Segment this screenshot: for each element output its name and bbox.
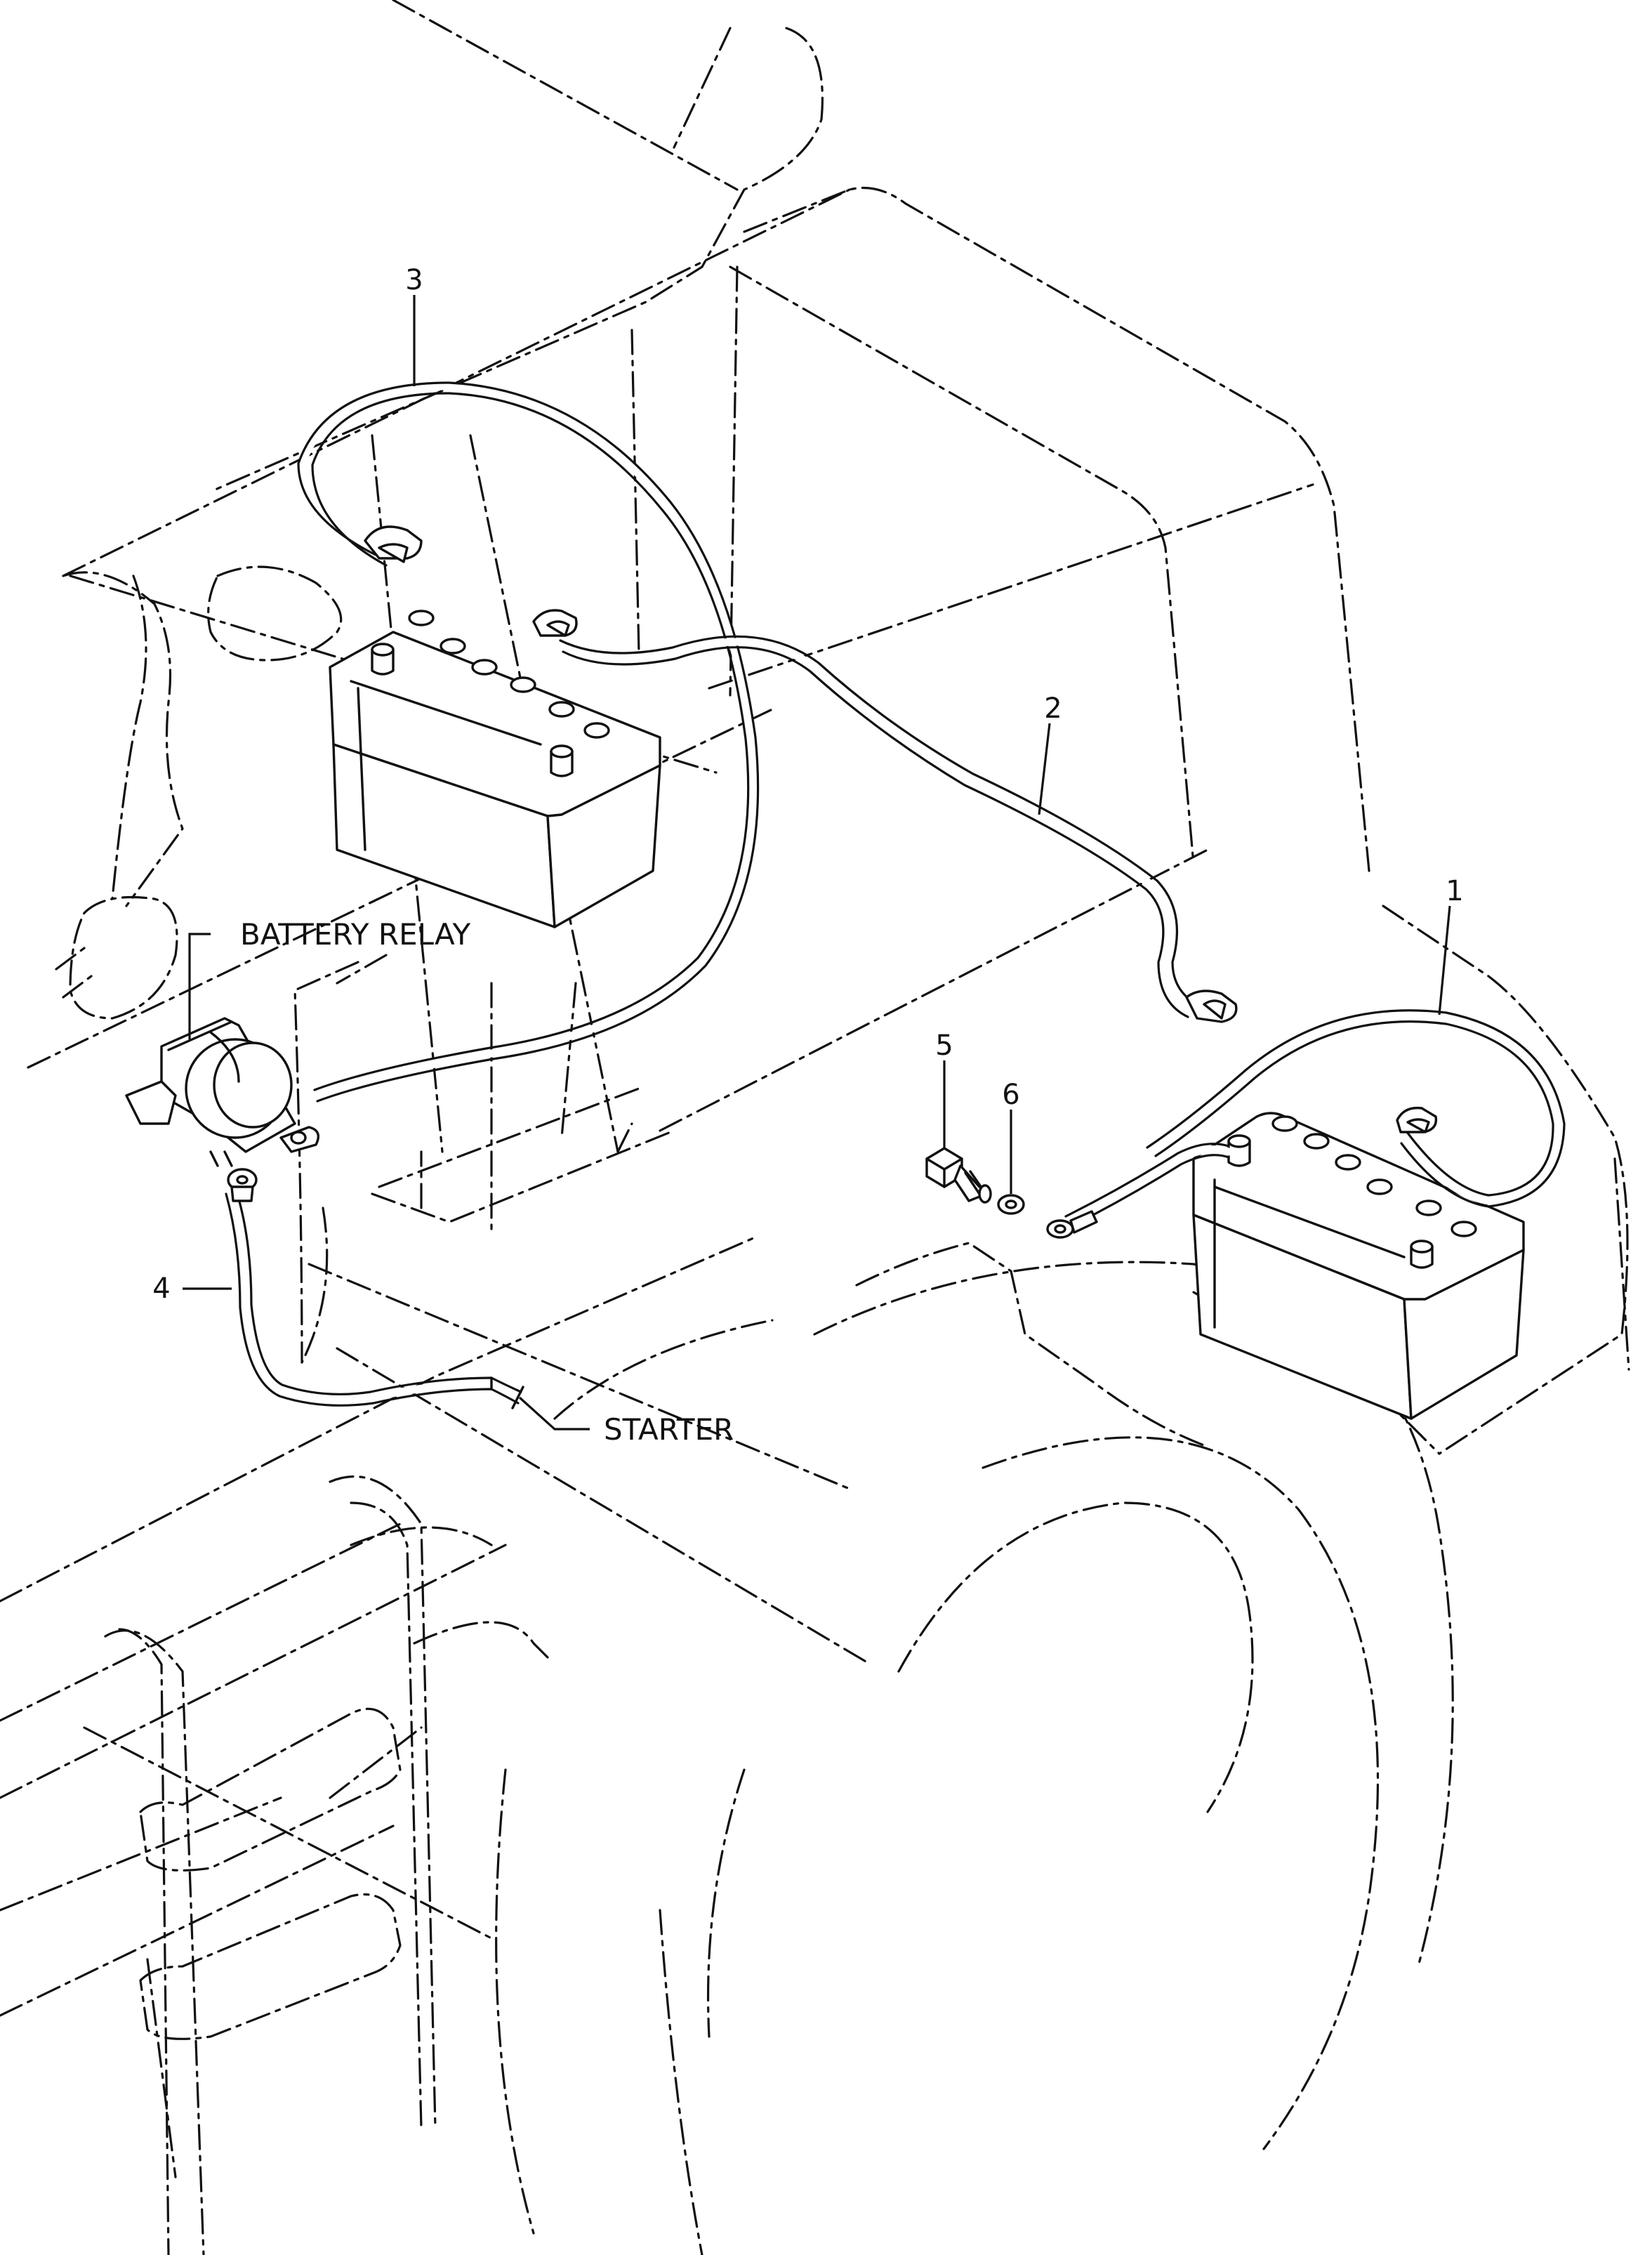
callout-3: 3 xyxy=(405,264,423,296)
washer-6 xyxy=(997,1194,1025,1215)
cable-1 xyxy=(1146,1009,1566,1208)
callout-1: 1 xyxy=(1446,875,1463,907)
starter-label: STARTER xyxy=(604,1412,734,1447)
callout-2: 2 xyxy=(1044,692,1062,725)
battery-relay-label: BATTERY RELAY xyxy=(240,917,470,952)
upper-battery-cell-caps xyxy=(408,610,610,739)
callout-5: 5 xyxy=(935,1030,953,1062)
lower-battery-cell-caps xyxy=(1271,1115,1477,1237)
cable-2 xyxy=(532,609,1238,1023)
cable-4 xyxy=(225,1168,524,1409)
upper-battery xyxy=(329,610,661,928)
callout-4: 4 xyxy=(152,1273,170,1305)
callout-6: 6 xyxy=(1002,1079,1019,1111)
battery-relay xyxy=(125,1017,319,1167)
bolt-5 xyxy=(925,1147,992,1204)
lower-battery xyxy=(1192,1112,1525,1420)
cable-6-ground xyxy=(1046,1143,1233,1239)
cable-3 xyxy=(297,381,760,1103)
component-labels: BATTERY RELAY STARTER xyxy=(240,917,734,1447)
leader-lines xyxy=(183,295,1451,1431)
callouts: 3 2 1 5 6 4 xyxy=(152,264,1463,1305)
